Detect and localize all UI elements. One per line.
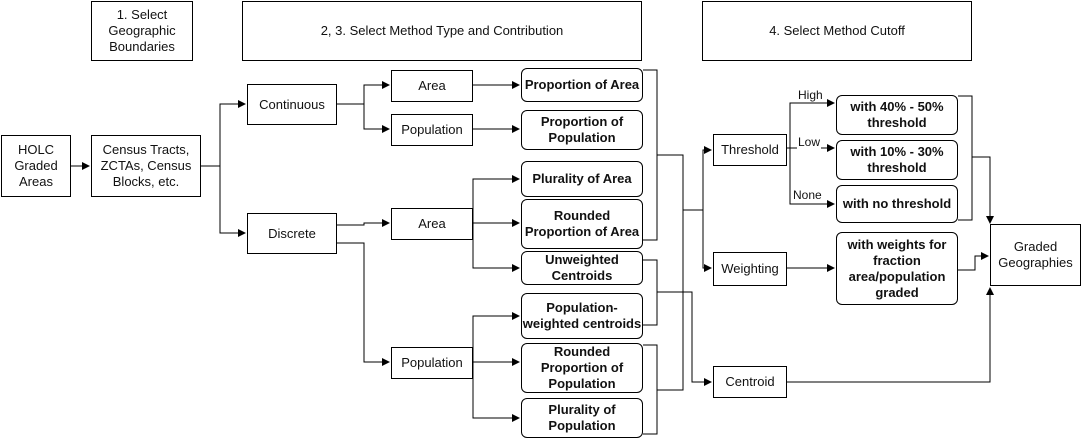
header-step1: 1. Select Geographic Boundaries <box>91 1 193 61</box>
low-threshold-node: with 10% - 30% threshold <box>836 140 958 180</box>
graded-geographies-node: Graded Geographies <box>990 224 1081 286</box>
proportion-of-population-node: Proportion of Population <box>521 110 643 150</box>
plurality-of-population-text: Plurality of Population <box>548 402 616 433</box>
weighting-node: Weighting <box>713 252 787 286</box>
edge-label-low: Low <box>797 135 822 149</box>
threshold-node: Threshold <box>713 134 787 166</box>
plurality-of-population-node: Plurality of Population <box>521 398 643 438</box>
weighting-text: Weighting <box>721 261 779 276</box>
rounded-proportion-of-area-node: Rounded Proportion of Area <box>521 199 643 249</box>
header-step4-text: 4. Select Method Cutoff <box>769 23 905 38</box>
graded-geographies-text: Graded Geographies <box>998 239 1073 270</box>
continuous-population-node: Population <box>391 114 473 146</box>
high-threshold-node: with 40% - 50% threshold <box>836 95 958 135</box>
edge-label-high: High <box>797 88 824 102</box>
rounded-proportion-of-population-node: Rounded Proportion of Population <box>521 343 643 393</box>
population-weighted-centroids-node: Population-weighted centroids <box>521 293 643 339</box>
header-step23: 2, 3. Select Method Type and Contributio… <box>242 1 642 61</box>
discrete-population-text: Population <box>401 355 463 370</box>
header-step4: 4. Select Method Cutoff <box>702 1 972 61</box>
threshold-text: Threshold <box>721 142 779 157</box>
plurality-of-area-node: Plurality of Area <box>521 161 643 197</box>
continuous-area-node: Area <box>391 70 473 102</box>
rounded-proportion-of-population-text: Rounded Proportion of Population <box>540 344 624 391</box>
proportion-of-area-node: Proportion of Area <box>521 68 643 102</box>
high-threshold-text: with 40% - 50% threshold <box>850 99 944 130</box>
discrete-population-node: Population <box>391 347 473 379</box>
weights-node: with weights for fraction area/populatio… <box>836 232 958 305</box>
continuous-area-text: Area <box>418 78 446 93</box>
census-geographies-node: Census Tracts, ZCTAs, Census Blocks, etc… <box>91 135 201 197</box>
continuous-text: Continuous <box>259 96 325 112</box>
weights-text: with weights for fraction area/populatio… <box>847 236 947 300</box>
no-threshold-node: with no threshold <box>836 185 958 223</box>
proportion-of-area-text: Proportion of Area <box>524 77 640 92</box>
edge-label-none: None <box>792 188 823 202</box>
census-geographies-text: Census Tracts, ZCTAs, Census Blocks, etc… <box>100 142 192 189</box>
header-step1-text: 1. Select Geographic Boundaries <box>108 7 176 54</box>
centroid-text: Centroid <box>725 374 775 389</box>
holc-graded-areas-node: HOLC Graded Areas <box>1 135 71 197</box>
no-threshold-text: with no threshold <box>842 196 952 211</box>
continuous-population-text: Population <box>401 122 463 137</box>
plurality-of-area-text: Plurality of Area <box>532 171 632 186</box>
unweighted-centroids-node: Unweighted Centroids <box>521 251 643 285</box>
discrete-node: Discrete <box>247 213 337 254</box>
proportion-of-population-text: Proportion of Population <box>540 114 624 145</box>
population-weighted-centroids-text: Population-weighted centroids <box>522 300 642 331</box>
header-step23-text: 2, 3. Select Method Type and Contributio… <box>320 23 564 38</box>
unweighted-centroids-text: Unweighted Centroids <box>545 252 619 283</box>
holc-graded-areas-text: HOLC Graded Areas <box>14 142 58 189</box>
discrete-text: Discrete <box>268 225 316 241</box>
continuous-node: Continuous <box>247 84 337 125</box>
discrete-area-text: Area <box>418 216 446 231</box>
centroid-node: Centroid <box>713 366 787 398</box>
low-threshold-text: with 10% - 30% threshold <box>850 144 944 175</box>
rounded-proportion-of-area-text: Rounded Proportion of Area <box>524 208 640 239</box>
discrete-area-node: Area <box>391 208 473 240</box>
